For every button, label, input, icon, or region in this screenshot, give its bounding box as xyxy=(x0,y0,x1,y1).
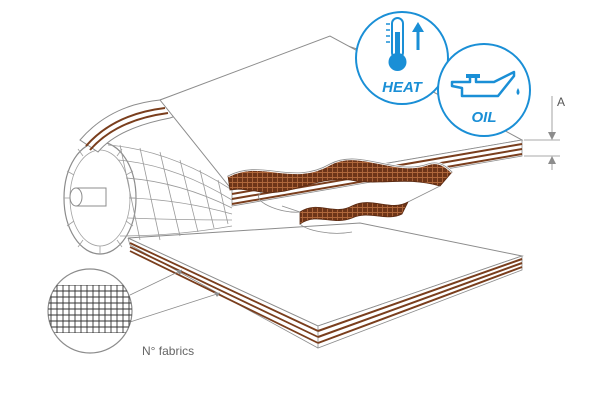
thickness-dimension: A xyxy=(524,95,565,170)
lower-belt xyxy=(127,222,524,349)
fabrics-label: N° fabrics xyxy=(142,344,194,358)
oil-can-icon xyxy=(450,70,520,98)
lower-belt-edge-layers xyxy=(127,237,523,349)
drum-shaft xyxy=(69,187,107,207)
drum-lattice xyxy=(107,144,233,241)
thermometer-up-icon xyxy=(386,17,424,71)
thickness-label: A xyxy=(557,95,565,109)
oil-badge: OIL xyxy=(437,43,531,137)
fabric-ply-lower xyxy=(299,201,409,225)
oil-label: OIL xyxy=(472,109,497,126)
heat-label: HEAT xyxy=(382,79,424,96)
upper-belt xyxy=(79,35,524,207)
pulley-drum xyxy=(63,141,233,255)
heat-badge: HEAT xyxy=(355,11,449,105)
fabric-magnifier: N° fabrics xyxy=(47,268,221,358)
cutaway-fabric-plies xyxy=(227,157,453,234)
